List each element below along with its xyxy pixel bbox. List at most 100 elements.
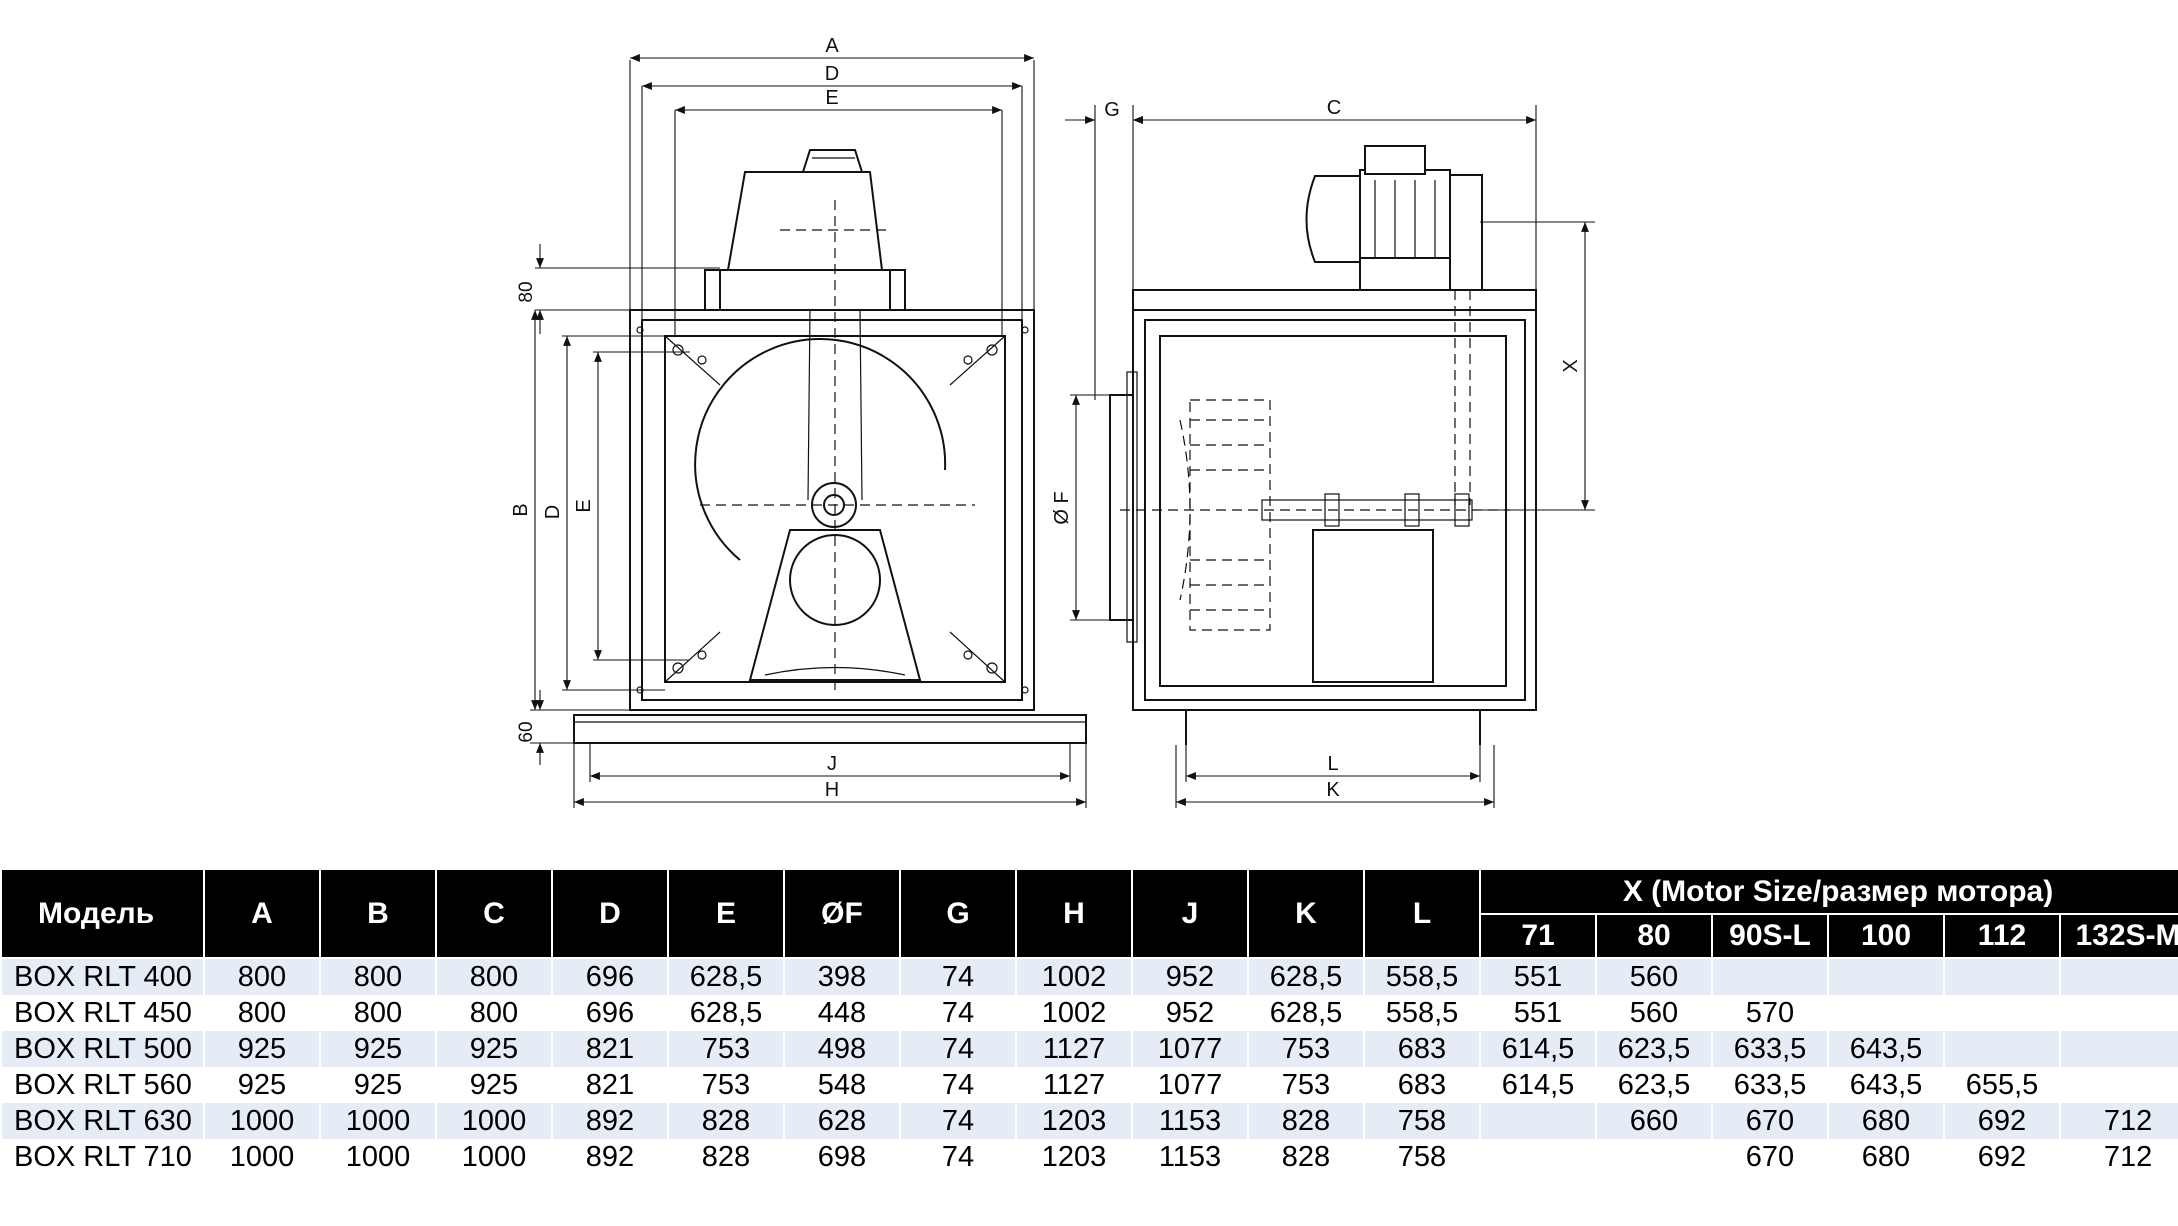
motor-x-cell [2060,995,2178,1031]
front-dimensions: A D E 80 B D E 60 [510,35,1087,808]
dimension-cell: 1127 [1016,1067,1133,1103]
motor-x-cell [1596,1139,1713,1175]
motor-x-cell: 692 [1944,1103,2061,1139]
dimension-cell: 925 [436,1031,553,1067]
motor-x-cell: 680 [1828,1139,1945,1175]
header-col: B [320,870,437,959]
dimension-cell: 628,5 [668,958,785,995]
dimension-cell: 683 [1364,1067,1481,1103]
header-motor-size: 100 [1828,914,1945,959]
motor-x-cell: 633,5 [1712,1031,1829,1067]
label-80: 80 [516,281,537,302]
front-view [573,149,1087,744]
motor-x-cell: 712 [2060,1103,2178,1139]
motor-x-cell: 643,5 [1828,1067,1945,1103]
motor-x-cell [2060,958,2178,995]
label-60: 60 [516,721,537,742]
dimension-cell: 753 [668,1067,785,1103]
dimension-cell: 683 [1364,1031,1481,1067]
motor-x-cell: 551 [1480,995,1597,1031]
dimension-cell: 558,5 [1364,995,1481,1031]
header-motor-group: X (Motor Size/размер мотора) [1480,870,2178,915]
motor-x-cell [2060,1031,2178,1067]
dimension-cell: 74 [900,1067,1017,1103]
dimension-cell: 628,5 [1248,995,1365,1031]
dimension-cell: 1127 [1016,1031,1133,1067]
header-col: D [552,870,669,959]
label-j: J [827,753,837,775]
dimensions-table: Модель A B C D E ØF G H J K L X (Motor S… [2,870,2178,1175]
header-col: J [1132,870,1249,959]
header-col: E [668,870,785,959]
technical-drawing: A D E 80 B D E 60 [510,35,1595,808]
label-l: L [1327,753,1338,775]
dimension-cell: 925 [204,1067,321,1103]
motor-x-cell: 551 [1480,958,1597,995]
dimension-cell: 548 [784,1067,901,1103]
header-motor-size: 132S-M [2060,914,2178,959]
dimension-cell: 753 [1248,1031,1365,1067]
motor-x-cell [2060,1067,2178,1103]
motor-x-cell [1944,1031,2061,1067]
dimension-cell: 952 [1132,995,1249,1031]
dimension-cell: 753 [1248,1067,1365,1103]
label-b: B [510,503,532,516]
header-motor-size: 112 [1944,914,2061,959]
dimension-cell: 696 [552,958,669,995]
dimension-cell: 925 [320,1067,437,1103]
motor-x-cell: 560 [1596,995,1713,1031]
dimension-cell: 1077 [1132,1067,1249,1103]
dimension-cell: 628,5 [668,995,785,1031]
label-g: G [1104,99,1120,121]
header-col: K [1248,870,1365,959]
dimension-cell: 448 [784,995,901,1031]
dimension-cell: 828 [1248,1139,1365,1175]
dimension-cell: 1002 [1016,995,1133,1031]
dimension-cell: 828 [668,1139,785,1175]
motor-x-cell [1828,995,1945,1031]
dimension-cell: 74 [900,1031,1017,1067]
header-col: A [204,870,321,959]
header-motor-size: 71 [1480,914,1597,959]
dimension-cell: 800 [436,995,553,1031]
dimension-cell: 828 [1248,1103,1365,1139]
motor-x-cell: 614,5 [1480,1031,1597,1067]
dimension-cell: 892 [552,1139,669,1175]
model-cell: BOX RLT 450 [2,995,205,1031]
motor-x-cell [1944,995,2061,1031]
header-col: G [900,870,1017,959]
dimension-cell: 925 [204,1031,321,1067]
dimension-cell: 628 [784,1103,901,1139]
motor-x-cell [1480,1139,1597,1175]
dimension-cell: 800 [204,958,321,995]
motor-x-cell: 633,5 [1712,1067,1829,1103]
dimension-cell: 800 [436,958,553,995]
motor-x-cell [1944,958,2061,995]
motor-x-cell [1480,1103,1597,1139]
header-col: H [1016,870,1133,959]
dimension-cell: 1000 [436,1139,553,1175]
dimension-cell: 1153 [1132,1103,1249,1139]
header-col: L [1364,870,1481,959]
header-motor-size: 90S-L [1712,914,1829,959]
label-d-top: D [825,63,839,85]
dimension-cell: 1203 [1016,1103,1133,1139]
header-model: Модель [2,870,205,959]
label-c: C [1327,97,1341,119]
motor-x-cell: 670 [1712,1139,1829,1175]
motor-x-cell: 570 [1712,995,1829,1031]
motor-x-cell [1828,958,1945,995]
motor-x-cell: 560 [1596,958,1713,995]
dimension-cell: 74 [900,1103,1017,1139]
dimension-cell: 74 [900,995,1017,1031]
dimension-cell: 628,5 [1248,958,1365,995]
dimension-cell: 925 [320,1031,437,1067]
dimension-cell: 758 [1364,1103,1481,1139]
motor-x-cell: 623,5 [1596,1031,1713,1067]
dimension-cell: 800 [320,958,437,995]
